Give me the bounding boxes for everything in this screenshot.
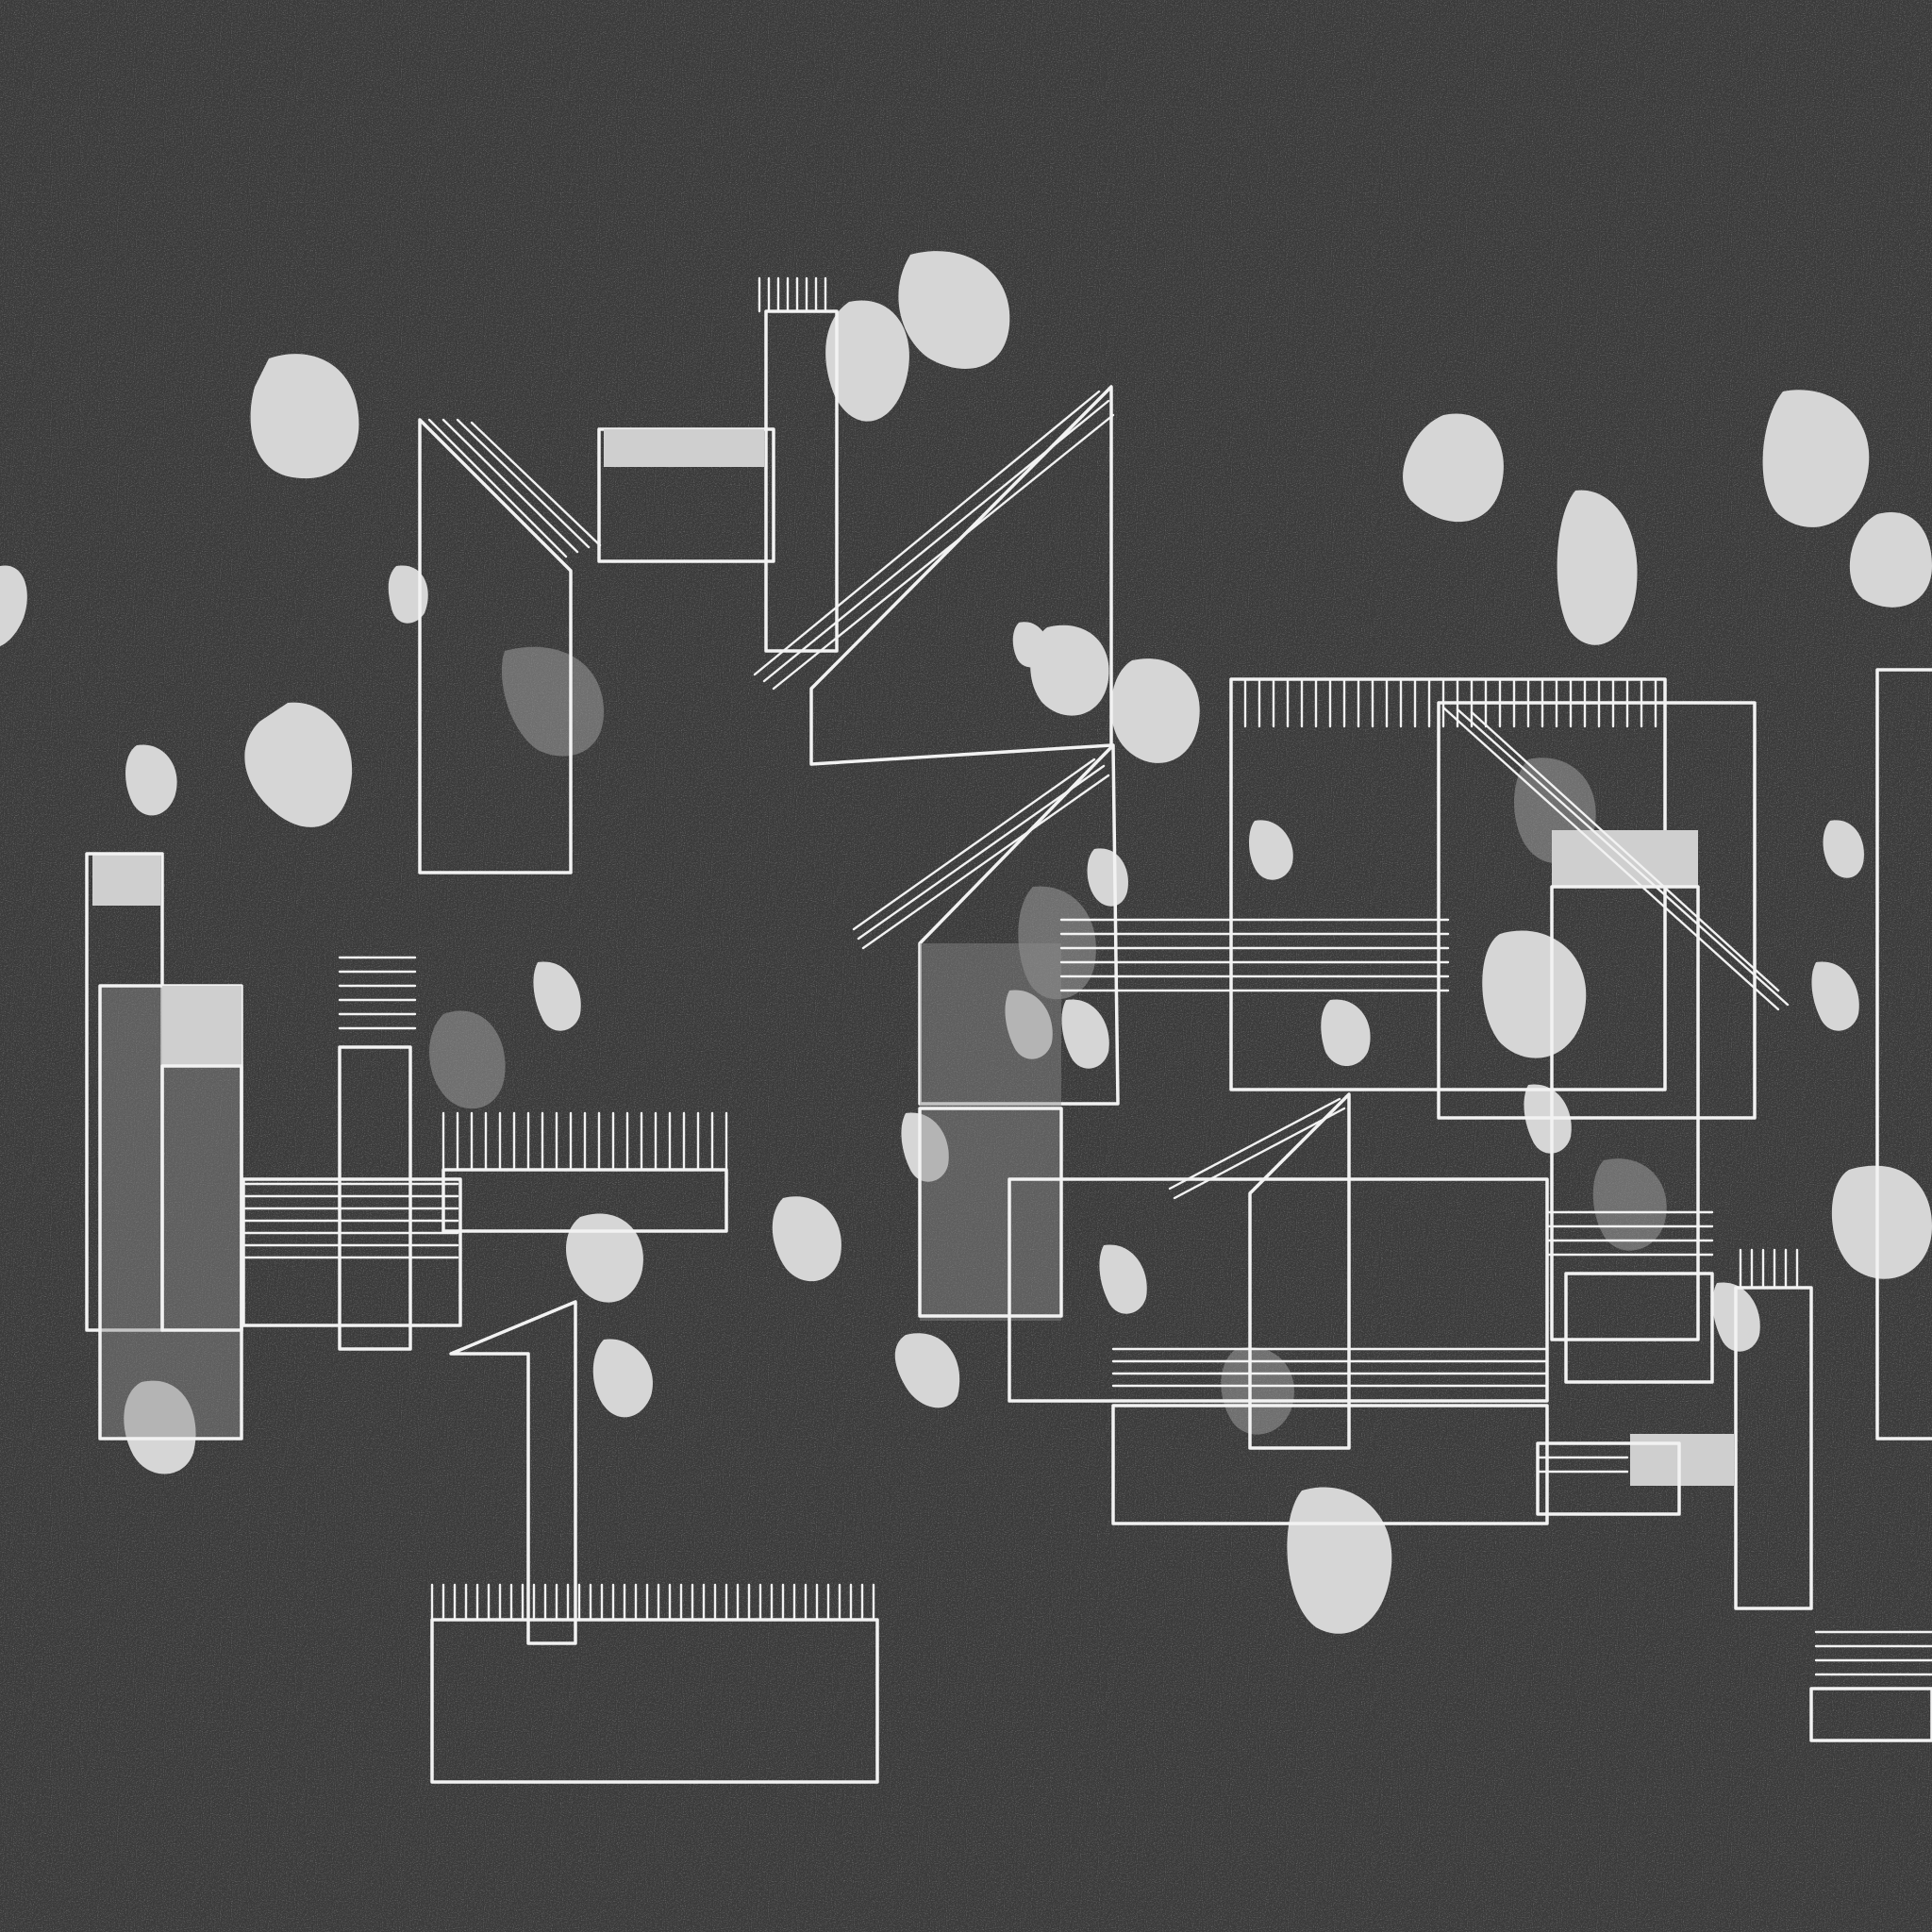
- cap-bar: [92, 854, 160, 906]
- blob: [124, 1380, 196, 1474]
- blob: [0, 565, 27, 646]
- column-outline: [1550, 885, 1700, 1341]
- prism-outline: [418, 418, 573, 874]
- blob: [898, 251, 1010, 369]
- blob: [894, 1333, 960, 1408]
- blob: [1321, 999, 1371, 1066]
- blob: [1110, 658, 1200, 763]
- structure-center-frame: [918, 668, 1932, 1742]
- box-outline: [1008, 1177, 1549, 1403]
- blob: [1403, 413, 1504, 523]
- blob: [825, 300, 909, 422]
- blob: [1018, 886, 1096, 1000]
- box-outline: [1111, 1404, 1549, 1525]
- blob: [388, 565, 428, 624]
- box-outline: [1809, 1687, 1932, 1742]
- blob: [1249, 820, 1293, 880]
- column-outline: [338, 1045, 412, 1351]
- column-outline: [1437, 701, 1757, 1120]
- box-outline: [1564, 1272, 1714, 1384]
- blob: [1592, 1158, 1667, 1251]
- hatch-vertical-combs: [430, 677, 1799, 1622]
- structure-left-columns: [85, 852, 728, 1441]
- hatch-horizontal: [243, 918, 1932, 1676]
- blob: [1099, 1244, 1147, 1314]
- prism-outline: [1248, 1092, 1351, 1450]
- blob: [1849, 512, 1932, 608]
- shaded-panel: [920, 943, 1061, 1321]
- blob: [429, 1010, 506, 1109]
- structure-bottom: [430, 1300, 879, 1784]
- blob: [772, 1196, 841, 1282]
- blob: [250, 354, 359, 479]
- blob: [1012, 622, 1048, 668]
- blob: [533, 961, 581, 1031]
- blob: [1061, 999, 1109, 1069]
- blob: [592, 1339, 653, 1418]
- box-outline: [430, 1618, 879, 1784]
- blob: [1831, 1165, 1932, 1279]
- blob: [1557, 490, 1638, 645]
- prism-outline: [918, 743, 1120, 1106]
- hatch-diagonal: [427, 390, 1790, 1200]
- blob: [1221, 1347, 1294, 1435]
- blob: [566, 1213, 643, 1303]
- hatch-top-comb: [758, 276, 827, 313]
- hatch-layer: [243, 276, 1932, 1676]
- blob: [1030, 625, 1109, 716]
- blob: [244, 702, 353, 827]
- blob: [1482, 930, 1587, 1058]
- blob: [901, 1112, 949, 1182]
- column-outline: [160, 1064, 243, 1332]
- cap-bar: [604, 429, 764, 467]
- box-outline: [918, 1107, 1063, 1318]
- blob: [1762, 390, 1870, 527]
- blob: [1087, 848, 1128, 907]
- prism-outline: [449, 1300, 577, 1645]
- cap-bar: [162, 986, 242, 1066]
- blob: [125, 744, 177, 816]
- blob: [1005, 990, 1053, 1059]
- column-outline: [242, 1177, 462, 1327]
- blob: [501, 646, 604, 757]
- blob: [1823, 820, 1864, 878]
- blob-layer: [0, 251, 1932, 1634]
- box-outline: [1875, 668, 1932, 1441]
- blob: [1811, 961, 1859, 1031]
